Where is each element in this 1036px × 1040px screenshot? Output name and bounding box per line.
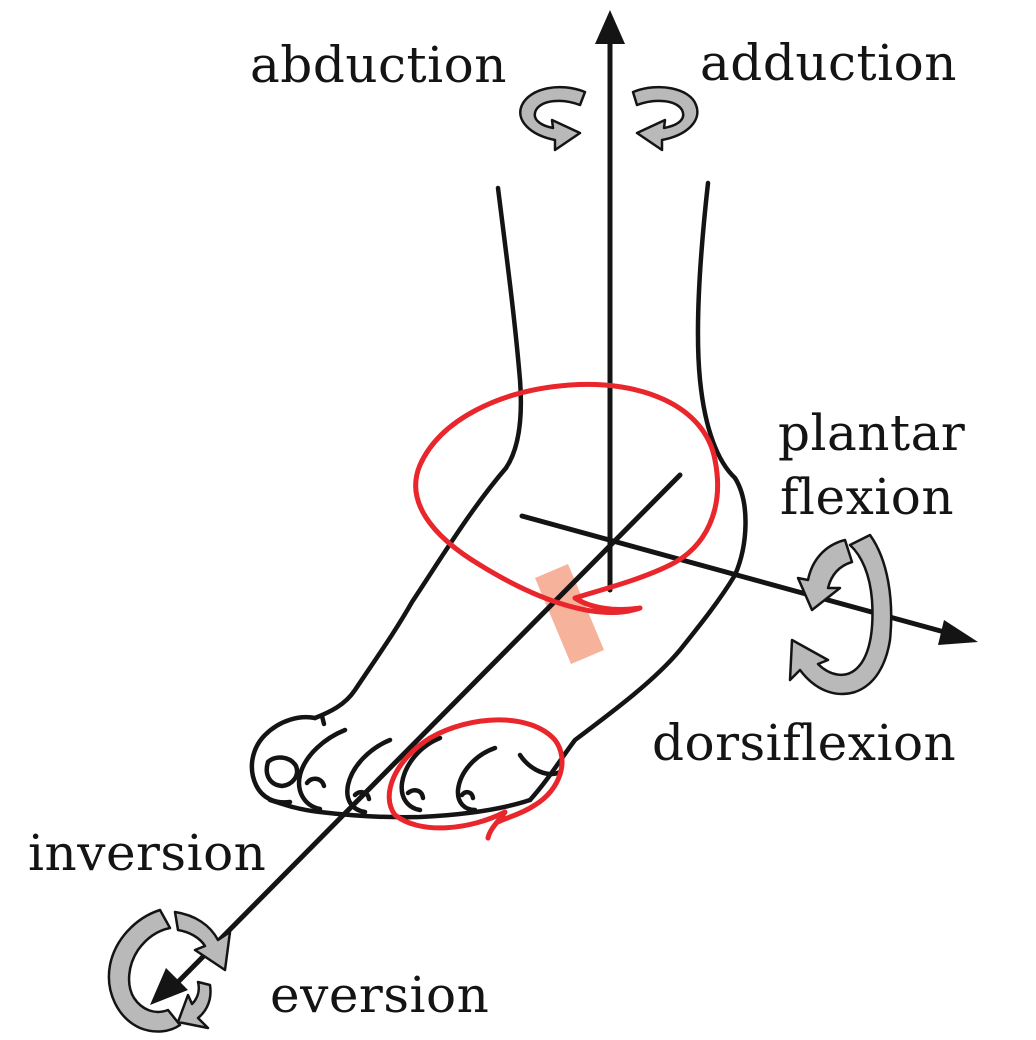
plantar-label: plantar <box>778 404 966 462</box>
highlight-marker <box>535 564 604 664</box>
inversion-eversion-rotation-icon <box>107 908 232 1033</box>
anteroposterior-axis-arrowhead <box>150 968 188 1005</box>
flexion-label: flexion <box>780 468 955 526</box>
toes-circle <box>386 717 565 841</box>
foot-outline <box>249 180 748 820</box>
rotation-arrows <box>107 85 893 1033</box>
eversion-label: eversion <box>270 966 490 1024</box>
ankle-circle <box>413 381 721 615</box>
adduction-rotation-icon <box>631 85 699 152</box>
inversion-label: inversion <box>28 824 267 882</box>
axes <box>150 10 978 1005</box>
flexion-rotation-icon <box>788 533 893 696</box>
anteroposterior-axis <box>172 472 683 988</box>
red-annotations <box>386 381 721 841</box>
vertical-axis-arrowhead <box>595 10 625 44</box>
abduction-rotation-icon <box>519 85 587 152</box>
dorsiflexion-label: dorsiflexion <box>652 714 957 772</box>
mediolateral-axis-arrowhead <box>938 620 978 645</box>
adduction-label: adduction <box>700 34 957 92</box>
abduction-label: abduction <box>250 36 507 94</box>
